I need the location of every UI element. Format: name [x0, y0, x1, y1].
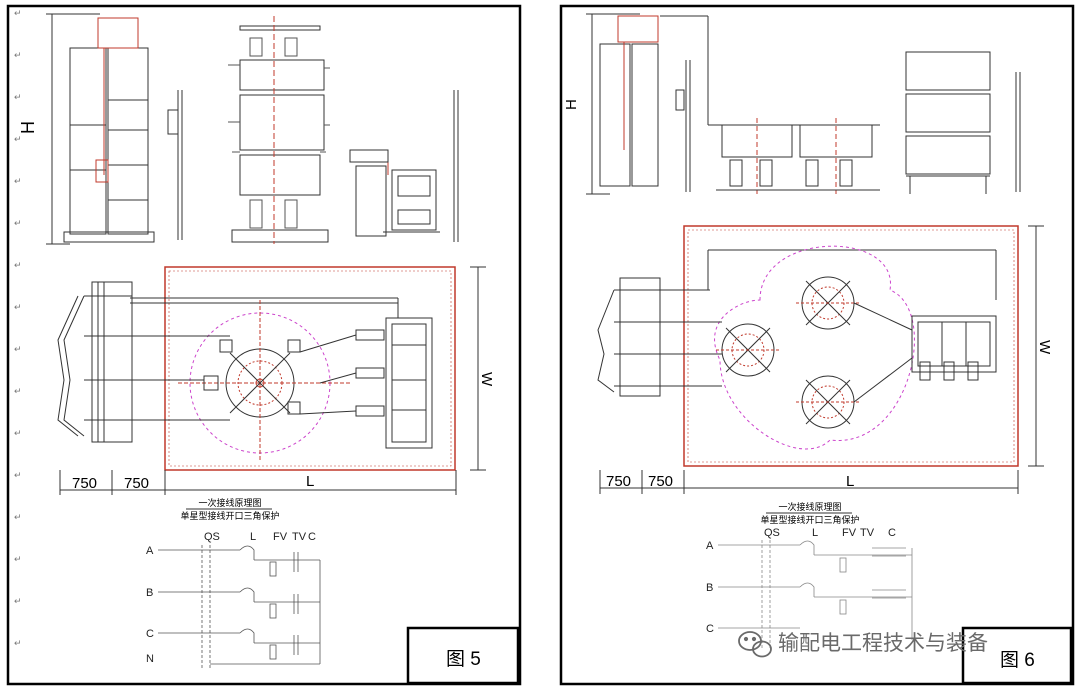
right-col-l: L — [812, 527, 818, 539]
svg-text:↵: ↵ — [14, 428, 22, 438]
left-capacitor-bank — [299, 317, 433, 449]
svg-text:↵: ↵ — [14, 92, 22, 102]
svg-text:↵: ↵ — [14, 134, 22, 144]
watermark-text: 输配电工程技术与装备 — [778, 632, 988, 655]
left-disconnector-rack — [57, 281, 230, 443]
right-schematic-title: 一次接线原理图 — [778, 501, 841, 512]
svg-text:↵: ↵ — [14, 260, 22, 270]
right-elevation-view — [586, 13, 1021, 195]
right-disconnector-rack — [597, 277, 722, 397]
left-schematic: 一次接线原理图 单星型接线开口三角保护 QS L FV TV C A B C N — [146, 497, 321, 668]
left-phase-b: B — [146, 587, 153, 599]
right-reactor-clearance — [714, 245, 915, 450]
right-height-label: H — [563, 99, 580, 110]
left-col-c: C — [308, 531, 316, 543]
right-page-border — [559, 4, 1075, 686]
right-plan-view — [597, 225, 1044, 494]
left-col-l: L — [250, 531, 256, 543]
left-height-label: H — [18, 121, 38, 134]
right-reactor-3 — [796, 375, 860, 429]
left-margin-marks: ↵ ↵ ↵ ↵ ↵ ↵ ↵ ↵ ↵ ↵ ↵ ↵ ↵ ↵ ↵ ↵ — [14, 8, 22, 648]
svg-text:↵: ↵ — [14, 470, 22, 480]
svg-text:↵: ↵ — [14, 512, 22, 522]
left-page-border — [6, 4, 522, 686]
left-spacing-label-2: 750 — [124, 475, 149, 492]
left-page: ↵ ↵ ↵ ↵ ↵ ↵ ↵ ↵ ↵ ↵ ↵ ↵ ↵ ↵ ↵ ↵ — [6, 4, 522, 686]
svg-text:↵: ↵ — [14, 218, 22, 228]
right-col-tv: TV — [860, 527, 875, 539]
right-length-label: L — [846, 473, 854, 490]
wechat-icon — [738, 631, 772, 658]
left-elevation-view — [46, 13, 459, 245]
right-figure-box — [961, 626, 1073, 685]
right-col-c: C — [888, 527, 896, 539]
right-col-fv: FV — [842, 527, 857, 539]
left-phase-n: N — [146, 653, 154, 665]
left-spacing-label-1: 750 — [72, 475, 97, 492]
right-reactor-1 — [796, 276, 860, 330]
left-length-label: L — [306, 473, 314, 490]
svg-text:↵: ↵ — [14, 596, 22, 606]
left-figure-label: 图 5 — [446, 649, 481, 670]
left-col-fv: FV — [273, 531, 288, 543]
svg-text:↵: ↵ — [14, 344, 22, 354]
right-schematic: 一次接线原理图 单星型接线开口三角保护 QS L FV TV C A B C — [706, 501, 913, 650]
svg-text:↵: ↵ — [14, 176, 22, 186]
right-col-qs: QS — [764, 527, 780, 539]
svg-text:↵: ↵ — [14, 302, 22, 312]
left-width-label: W — [478, 372, 495, 387]
svg-text:↵: ↵ — [14, 386, 22, 396]
right-page: H W L 750 750 一次接线原理图 单星型接线开口三角保护 QS L F… — [559, 4, 1075, 686]
svg-text:↵: ↵ — [14, 638, 22, 648]
watermark: 输配电工程技术与装备 — [738, 631, 988, 658]
svg-text:↵: ↵ — [14, 554, 22, 564]
right-schematic-subtitle: 单星型接线开口三角保护 — [760, 514, 859, 525]
svg-text:↵: ↵ — [14, 50, 22, 60]
svg-text:↵: ↵ — [14, 8, 22, 18]
right-spacing-label-1: 750 — [606, 473, 631, 490]
left-col-qs: QS — [204, 531, 220, 543]
right-figure-label: 图 6 — [1000, 650, 1035, 671]
right-reactor-2 — [716, 323, 780, 377]
left-plan-view — [57, 266, 486, 495]
right-phase-a: A — [706, 540, 714, 552]
left-phase-c: C — [146, 628, 154, 640]
right-phase-b: B — [706, 582, 713, 594]
right-capacitor-bank — [853, 302, 997, 403]
left-schematic-subtitle: 单星型接线开口三角保护 — [180, 510, 279, 521]
right-spacing-label-2: 750 — [648, 473, 673, 490]
right-fence — [683, 225, 1019, 467]
left-fence — [164, 266, 456, 471]
right-width-label: W — [1036, 340, 1053, 355]
left-phase-a: A — [146, 545, 154, 557]
left-figure-box — [406, 626, 520, 685]
left-schematic-title: 一次接线原理图 — [198, 497, 261, 508]
right-phase-c: C — [706, 623, 714, 635]
left-col-tv: TV — [292, 531, 307, 543]
